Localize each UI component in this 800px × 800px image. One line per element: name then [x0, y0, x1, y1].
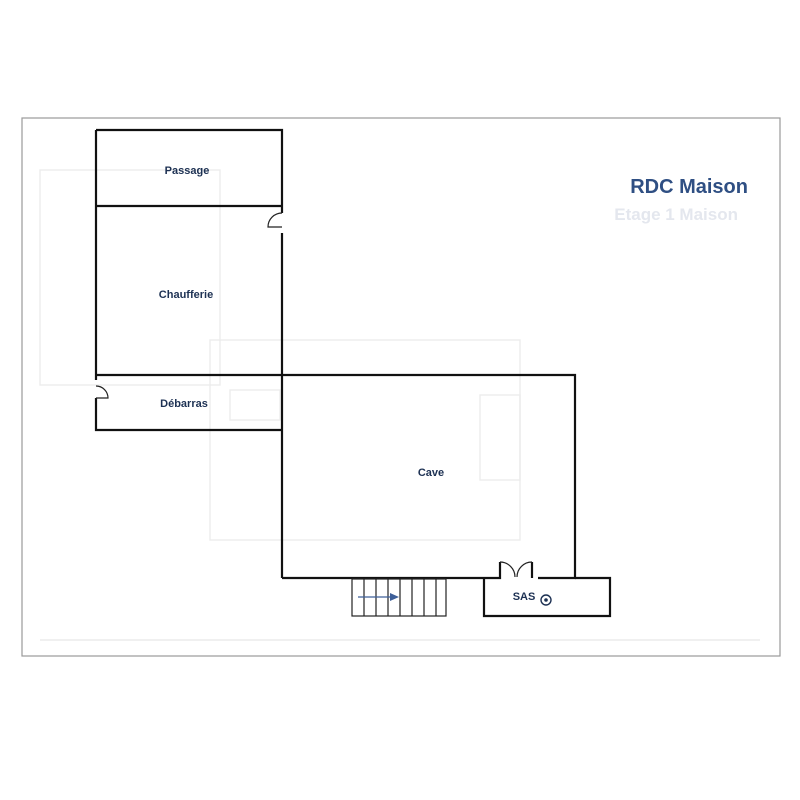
staircase	[351, 578, 447, 617]
stair-arrow-icon	[390, 593, 399, 601]
plan-title: RDC Maison	[630, 176, 748, 198]
room-label-sas: SAS	[513, 591, 536, 603]
sas-walls	[482, 576, 612, 618]
room-label-cave: Cave	[418, 467, 444, 479]
sas-outlet-icon	[540, 594, 552, 606]
ghost-title: Etage 1 Maison	[614, 205, 738, 224]
left-block-walls	[94, 128, 284, 578]
door-swing-chaufferie	[267, 212, 283, 228]
plan-frame	[21, 117, 781, 657]
room-label-passage: Passage	[165, 165, 210, 177]
door-swing-debarras	[95, 385, 109, 399]
room-label-chaufferie: Chaufferie	[159, 289, 213, 301]
door-swing-sas	[499, 561, 533, 578]
ghost-upper-floor: Etage 1 Maison	[39, 169, 760, 641]
room-label-debarras: Débarras	[160, 398, 208, 410]
cave-walls	[282, 373, 577, 580]
